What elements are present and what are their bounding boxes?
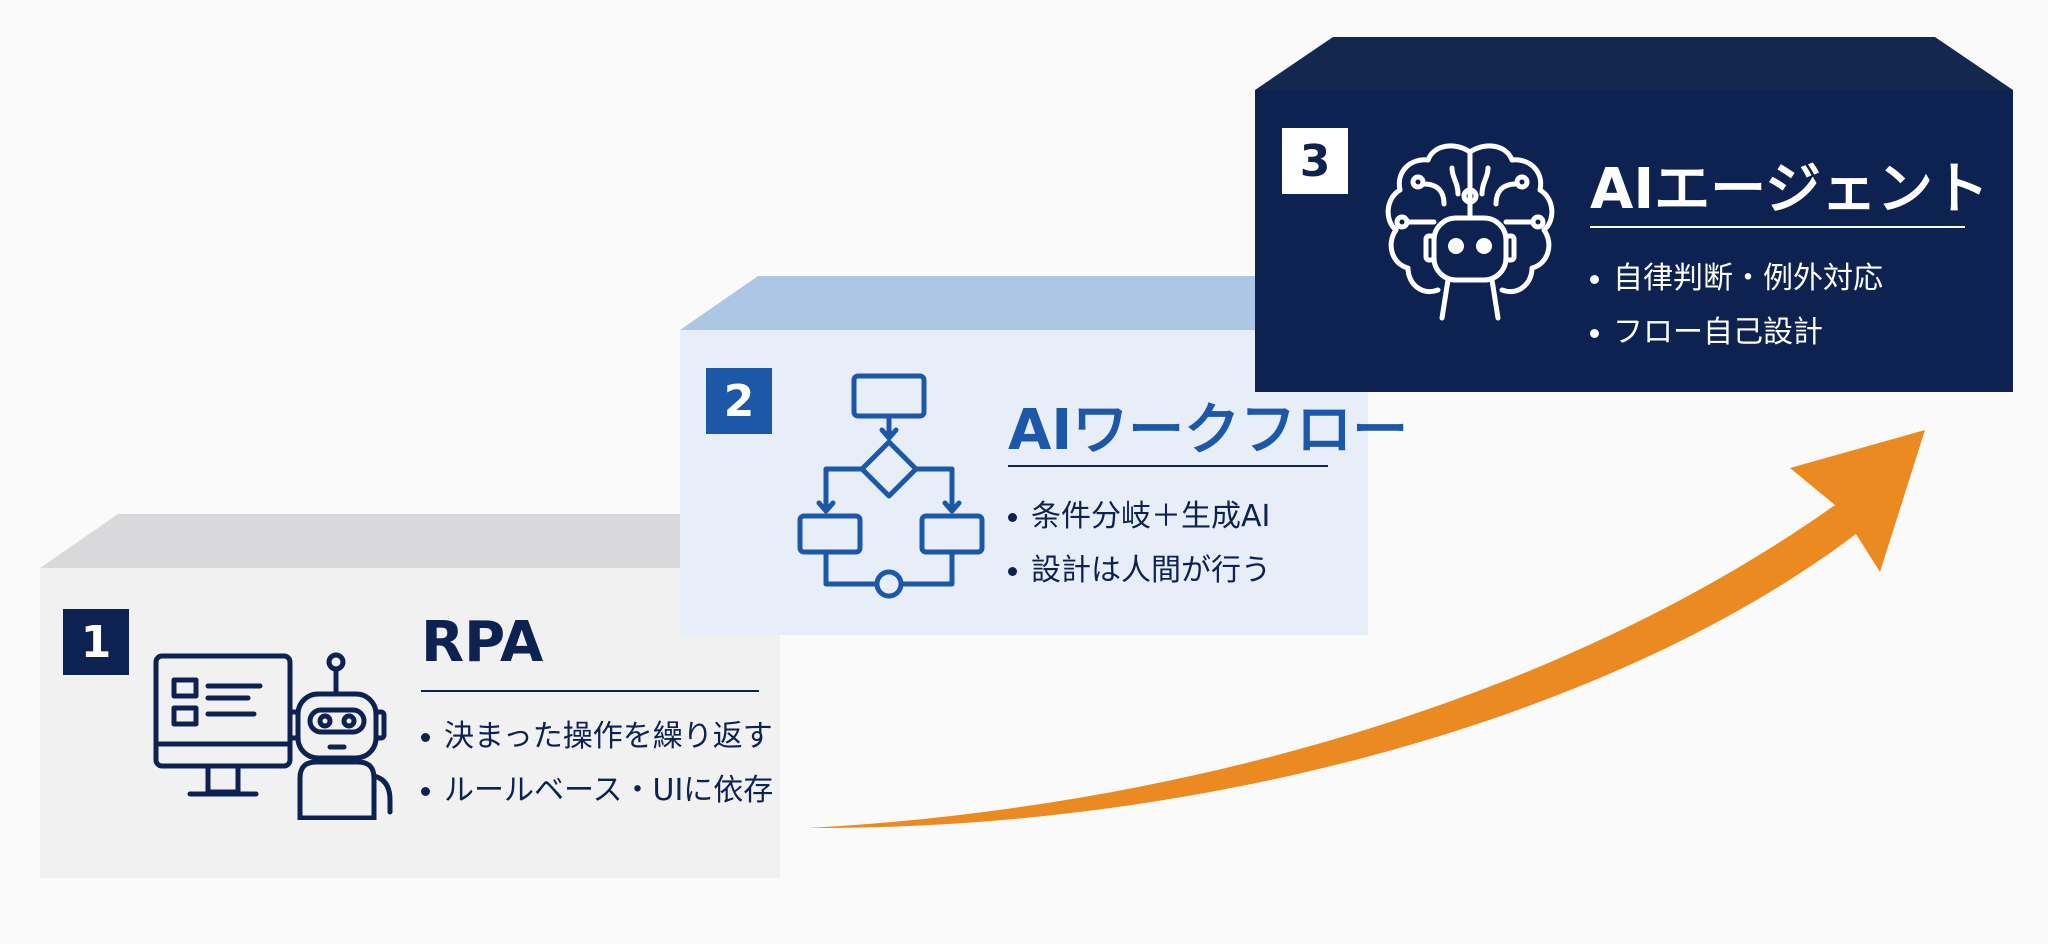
block-3-front xyxy=(1255,90,2013,392)
step-3-bullets: 自律判断・例外対応 フロー自己設計 xyxy=(1590,252,1883,360)
growth-arrow xyxy=(808,430,1925,829)
computer-robot-icon xyxy=(153,652,393,820)
step-2-divider xyxy=(1008,465,1328,467)
bullet-text: 設計は人間が行う xyxy=(1031,553,1271,588)
bullet-text: 決まった操作を繰り返す xyxy=(444,719,773,754)
bullet-text: 自律判断・例外対応 xyxy=(1613,261,1883,296)
flowchart-icon xyxy=(797,373,985,599)
step-2-bullets: 条件分岐＋生成AI 設計は人間が行う xyxy=(1008,490,1271,598)
step-3-badge: 3 xyxy=(1282,128,1348,194)
list-item: フロー自己設計 xyxy=(1590,306,1883,360)
block-2-front xyxy=(680,330,1368,635)
block-1-top xyxy=(40,514,780,568)
step-3-divider xyxy=(1590,226,1965,228)
list-item: ルールベース・UIに依存 xyxy=(421,764,773,818)
step-1-title: RPA xyxy=(421,610,544,675)
bullet-text: フロー自己設計 xyxy=(1613,315,1823,350)
list-item: 設計は人間が行う xyxy=(1008,544,1271,598)
step-3-title: AIエージェント xyxy=(1590,157,1990,222)
block-3-top xyxy=(1255,37,2013,90)
step-1-divider xyxy=(421,690,759,692)
block-2-top xyxy=(680,276,1368,330)
list-item: 自律判断・例外対応 xyxy=(1590,252,1883,306)
brain-robot-icon xyxy=(1385,143,1555,321)
bullet-text: ルールベース・UIに依存 xyxy=(444,773,774,808)
step-2-title: AIワークフロー xyxy=(1008,398,1409,463)
step-1-bullets: 決まった操作を繰り返す ルールベース・UIに依存 xyxy=(421,710,773,818)
step-1-badge: 1 xyxy=(63,609,129,675)
block-1-front xyxy=(40,568,780,878)
bullet-text: 条件分岐＋生成AI xyxy=(1031,499,1271,534)
step-2-badge: 2 xyxy=(706,368,772,434)
list-item: 条件分岐＋生成AI xyxy=(1008,490,1271,544)
list-item: 決まった操作を繰り返す xyxy=(421,710,773,764)
